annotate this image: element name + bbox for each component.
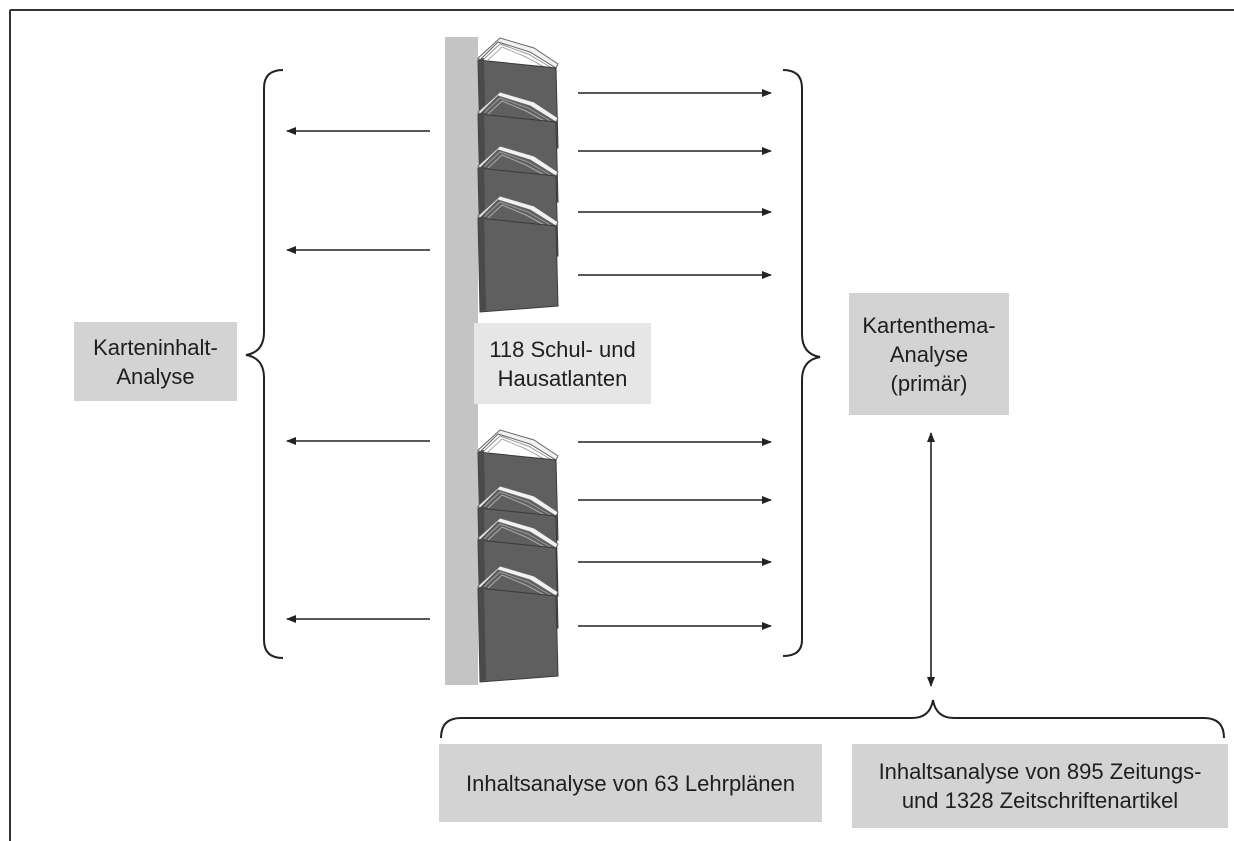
kartenthema-line-1: Kartenthema- xyxy=(862,312,996,338)
zeitungen-analyse-label: Inhaltsanalyse von 895 Zeitungs- und 132… xyxy=(852,744,1228,828)
lehrplaene-analyse-label: Inhaltsanalyse von 63 Lehrplänen xyxy=(439,744,822,822)
curly-brace-icon xyxy=(782,69,821,657)
karteninhalt-line-2: Analyse xyxy=(116,363,195,389)
atlanten-label: 118 Schul- und Hausatlanten xyxy=(474,323,651,404)
atlanten-line-1: 118 Schul- und xyxy=(489,336,636,362)
atlanten-line-2: Hausatlanten xyxy=(497,365,628,391)
zeitungen-line-1: Inhaltsanalyse von 895 Zeitungs- xyxy=(878,759,1202,784)
left-arrows xyxy=(286,127,430,623)
lehrplaene-text: Inhaltsanalyse von 63 Lehrplänen xyxy=(465,770,796,796)
atlas-spine xyxy=(445,37,478,685)
curly-brace-icon xyxy=(440,699,1225,739)
book-stack-bottom xyxy=(477,429,559,683)
karteninhalt-analyse-label: Karteninhalt- Analyse xyxy=(74,322,237,401)
right-arrows xyxy=(578,89,772,630)
karteninhalt-line-1: Karteninhalt- xyxy=(93,334,218,360)
curly-brace-icon xyxy=(245,69,284,659)
kartenthema-line-2: Analyse xyxy=(889,341,969,367)
kartenthema-line-3: (primär) xyxy=(890,370,968,396)
kartenthema-analyse-label: Kartenthema- Analyse (primär) xyxy=(849,293,1009,415)
book-stack-top xyxy=(477,37,559,313)
zeitungen-line-2: und 1328 Zeitschriftenartikel xyxy=(901,788,1179,813)
